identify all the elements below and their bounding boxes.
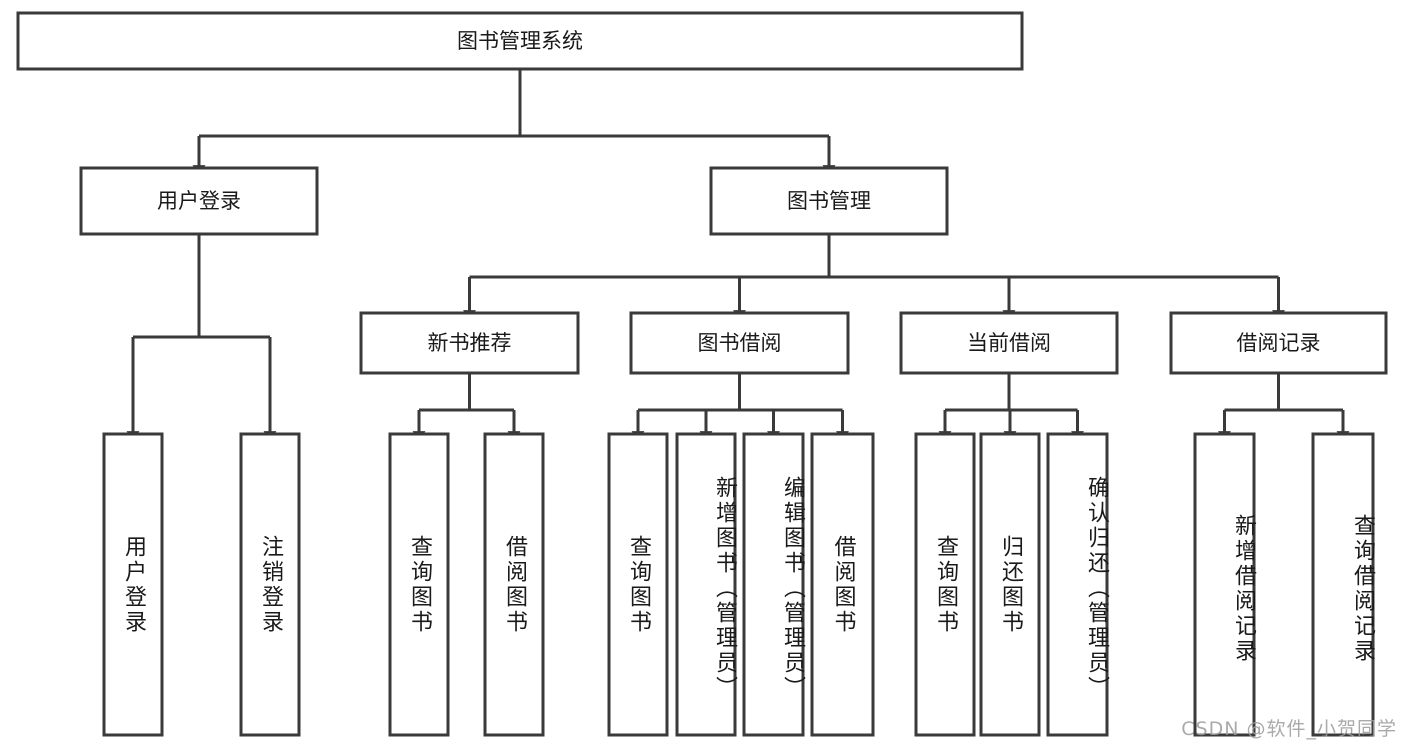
leaf-node-box-3[interactable]	[388, 432, 450, 737]
level3-node-box-4[interactable]	[1169, 311, 1388, 375]
leaf-node-box-11[interactable]	[1046, 432, 1109, 737]
level3-node-box-1[interactable]	[359, 311, 580, 375]
level3-node-label-2: 图书借阅	[698, 331, 782, 355]
leaf-node-box-13[interactable]	[1311, 432, 1375, 737]
level2-node-label-2: 图书管理	[787, 189, 871, 213]
leaf-node-box-5[interactable]	[607, 432, 669, 737]
level2-node-label-1: 用户登录	[157, 189, 241, 213]
leaf-node-box-8[interactable]	[810, 432, 875, 737]
root-node-box[interactable]	[16, 11, 1024, 71]
leaf-node-box-4[interactable]	[483, 432, 545, 737]
leaf-node-box-7[interactable]	[742, 432, 805, 737]
level3-node-label-3: 当前借阅	[967, 331, 1051, 355]
watermark: CSDN @软件_小贺同学	[1181, 718, 1397, 740]
level2-node-box-2[interactable]	[709, 166, 949, 236]
level3-node-label-4: 借阅记录	[1237, 331, 1321, 355]
root-node-label: 图书管理系统	[457, 29, 583, 53]
level3-node-box-2[interactable]	[629, 311, 850, 375]
leaf-node-box-1[interactable]	[102, 432, 164, 737]
leaf-node-box-9[interactable]	[914, 432, 976, 737]
leaf-node-box-6[interactable]	[675, 432, 737, 737]
edge-layer	[126, 69, 1350, 443]
level2-node-box-1[interactable]	[79, 166, 319, 236]
level3-node-label-1: 新书推荐	[428, 331, 512, 355]
leaf-node-box-10[interactable]	[979, 432, 1041, 737]
leaf-node-box-2[interactable]	[239, 432, 301, 737]
leaf-node-box-12[interactable]	[1193, 432, 1256, 737]
level3-node-box-3[interactable]	[899, 311, 1119, 375]
